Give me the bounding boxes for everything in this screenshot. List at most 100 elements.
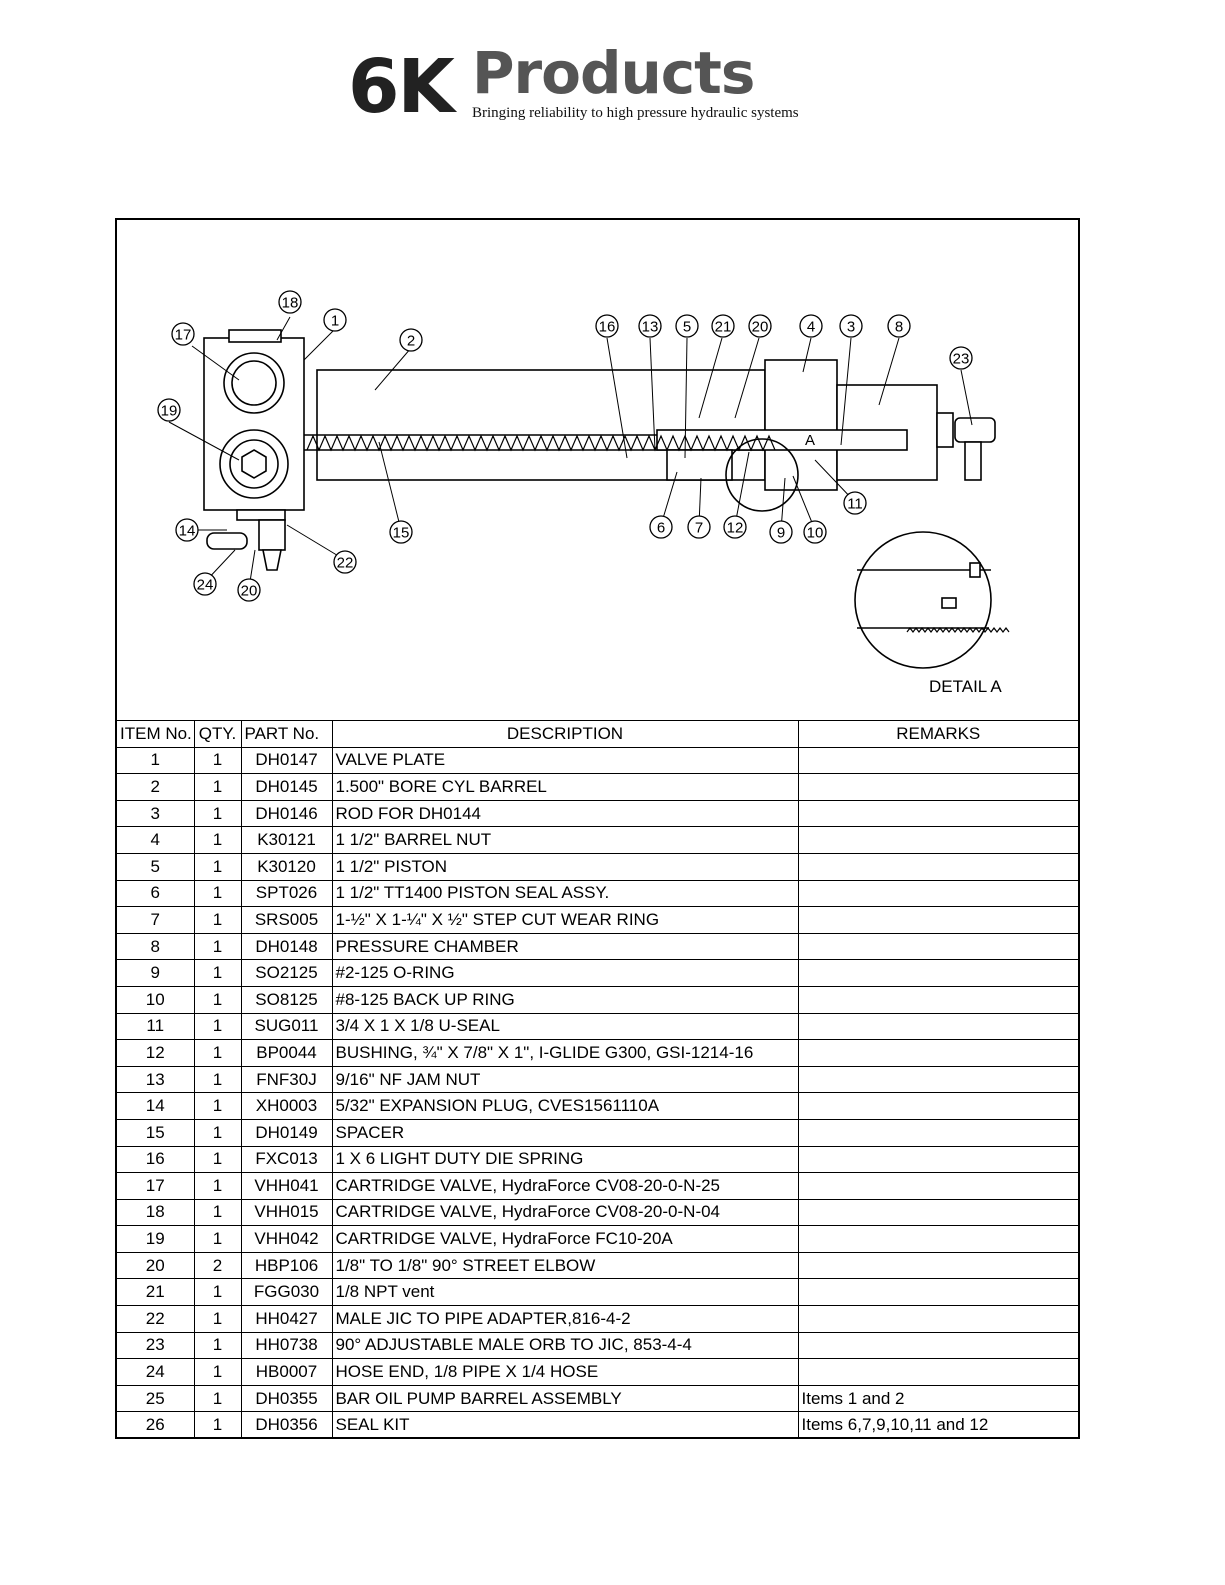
- remarks-cell: [797, 959, 1078, 987]
- rod-shape: [656, 429, 908, 451]
- description-cell: ROD FOR DH0144: [331, 799, 799, 828]
- part-no-cell: XH0003: [240, 1092, 333, 1120]
- qty-cell: 1: [193, 826, 242, 854]
- detail-a-label: DETAIL A: [929, 677, 1002, 696]
- qty-cell: 1: [193, 1012, 242, 1041]
- item-no-cell: 3: [117, 799, 195, 828]
- item-no-cell: 13: [117, 1065, 195, 1094]
- part-no-cell: SO2125: [240, 959, 333, 987]
- part-no-cell: HBP106: [240, 1251, 333, 1280]
- header-qty: QTY.: [193, 720, 242, 748]
- part-no-cell: DH0145: [240, 773, 333, 801]
- logo-word: Products: [472, 39, 755, 107]
- balloon-number: 3: [847, 319, 855, 336]
- remarks-cell: [797, 1305, 1078, 1333]
- item-no-cell: 2: [117, 773, 195, 801]
- qty-cell: 1: [193, 1172, 242, 1200]
- remarks-cell: [797, 985, 1078, 1014]
- item-no-cell: 21: [117, 1278, 195, 1307]
- remarks-cell: [797, 1118, 1078, 1147]
- remarks-cell: Items 1 and 2: [797, 1384, 1078, 1413]
- item-no-cell: 20: [117, 1251, 195, 1280]
- item-balloon: 9: [769, 520, 793, 544]
- qty-cell: 1: [193, 799, 242, 828]
- balloon-number: 7: [695, 520, 703, 537]
- part-no-cell: FXC013: [240, 1145, 333, 1174]
- description-cell: CARTRIDGE VALVE, HydraForce CV08-20-0-N-…: [331, 1198, 799, 1227]
- description-cell: 3/4 X 1 X 1/8 U-SEAL: [331, 1012, 799, 1041]
- part-no-cell: FGG030: [240, 1278, 333, 1307]
- part-no-cell: SRS005: [240, 906, 333, 934]
- part-no-cell: BP0044: [240, 1039, 333, 1067]
- barrel-nut-shape: [764, 359, 838, 491]
- item-balloon: 3: [839, 314, 863, 338]
- description-cell: 9/16" NF JAM NUT: [331, 1065, 799, 1094]
- item-no-cell: 7: [117, 906, 195, 934]
- part-no-cell: VHH015: [240, 1198, 333, 1227]
- qty-cell: 1: [193, 879, 242, 908]
- description-cell: 1 X 6 LIGHT DUTY DIE SPRING: [331, 1145, 799, 1174]
- part-no-cell: DH0355: [240, 1384, 333, 1413]
- fitting-23-shape: [954, 417, 996, 443]
- description-cell: 1 1/2" TT1400 PISTON SEAL ASSY.: [331, 879, 799, 908]
- part-no-cell: SPT026: [240, 879, 333, 908]
- item-balloon: 23: [949, 346, 973, 370]
- balloon-number: 9: [777, 525, 785, 542]
- item-balloon: 12: [723, 515, 747, 539]
- description-cell: HOSE END, 1/8 PIPE X 1/4 HOSE: [331, 1358, 799, 1386]
- logo-number: 6K: [348, 44, 455, 130]
- remarks-cell: [797, 1012, 1078, 1041]
- qty-cell: 1: [193, 1331, 242, 1360]
- item-no-cell: 1: [117, 746, 195, 775]
- table-header-row: ITEM No. QTY. PART No. DESCRIPTION REMAR…: [117, 720, 1078, 748]
- remarks-cell: [797, 1225, 1078, 1253]
- description-cell: 90° ADJUSTABLE MALE ORB TO JIC, 853-4-4: [331, 1331, 799, 1360]
- item-balloon: 22: [333, 550, 357, 574]
- qty-cell: 1: [193, 985, 242, 1014]
- piston-shape: [666, 449, 733, 481]
- part-no-cell: HH0738: [240, 1331, 333, 1360]
- remarks-cell: [797, 932, 1078, 961]
- parts-table: ITEM No. QTY. PART No. DESCRIPTION REMAR…: [117, 720, 1078, 1439]
- item-no-cell: 5: [117, 852, 195, 881]
- item-balloon: 6: [649, 515, 673, 539]
- remarks-cell: [797, 1065, 1078, 1094]
- item-balloon: 2: [399, 328, 423, 352]
- item-balloon: 8: [887, 314, 911, 338]
- qty-cell: 1: [193, 1384, 242, 1413]
- qty-cell: 1: [193, 1358, 242, 1386]
- balloon-number: 4: [807, 319, 815, 336]
- qty-cell: 1: [193, 1225, 242, 1253]
- item-balloon: 10: [803, 520, 827, 544]
- item-no-cell: 14: [117, 1092, 195, 1120]
- qty-cell: 1: [193, 959, 242, 987]
- item-no-cell: 9: [117, 959, 195, 987]
- item-balloon: 5: [675, 314, 699, 338]
- item-balloon: 7: [687, 515, 711, 539]
- description-cell: BAR OIL PUMP BARREL ASSEMBLY: [331, 1384, 799, 1413]
- item-no-cell: 24: [117, 1358, 195, 1386]
- item-no-cell: 12: [117, 1039, 195, 1067]
- description-cell: 1.500" BORE CYL BARREL: [331, 773, 799, 801]
- qty-cell: 1: [193, 1198, 242, 1227]
- balloon-number: 16: [599, 319, 616, 336]
- balloon-number: 22: [337, 555, 354, 572]
- part-no-cell: VHH042: [240, 1225, 333, 1253]
- remarks-cell: [797, 906, 1078, 934]
- remarks-cell: [797, 1172, 1078, 1200]
- remarks-cell: [797, 746, 1078, 775]
- description-cell: CARTRIDGE VALVE, HydraForce CV08-20-0-N-…: [331, 1172, 799, 1200]
